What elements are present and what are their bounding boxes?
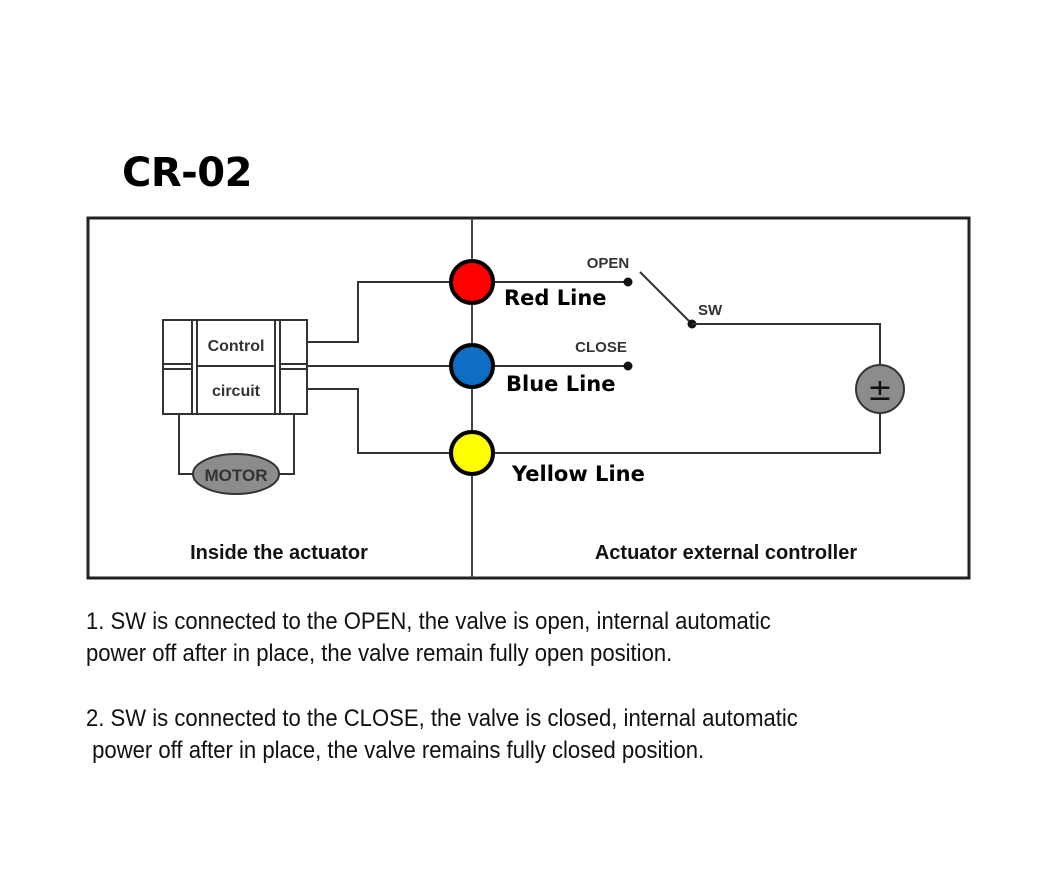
control-circuit-label-2: circuit xyxy=(212,383,261,400)
red-terminal xyxy=(449,259,495,305)
control-circuit-block xyxy=(162,319,308,415)
yellow-wire xyxy=(307,388,472,454)
motor-symbol xyxy=(192,453,280,495)
motor-label: MOTOR xyxy=(205,466,268,485)
close-label: CLOSE xyxy=(575,339,627,356)
diagram-title: CR-02 xyxy=(122,150,252,196)
power-source-icon xyxy=(855,364,905,414)
note-close-line-2: power off after in place, the valve rema… xyxy=(86,737,705,764)
yellow-terminal xyxy=(449,430,495,476)
red-wire xyxy=(307,281,472,343)
yellow-line-label: Yellow Line xyxy=(511,462,645,486)
red-line-label: Red Line xyxy=(504,286,607,310)
note-open-line-2: power off after in place, the valve rema… xyxy=(86,640,673,667)
inside-actuator-label: Inside the actuator xyxy=(190,542,368,564)
blue-line-label: Blue Line xyxy=(506,372,615,396)
motor-wire xyxy=(178,414,295,475)
external-controller-label: Actuator external controller xyxy=(595,542,858,564)
note-close-line-1: 2. SW is connected to the CLOSE, the val… xyxy=(86,705,798,732)
power-source-symbol: ± xyxy=(867,373,892,408)
note-open-line-1: 1. SW is connected to the OPEN, the valv… xyxy=(86,608,771,635)
blue-terminal xyxy=(449,343,495,389)
open-label: OPEN xyxy=(587,255,630,272)
open-contact xyxy=(623,277,633,287)
sw-label: SW xyxy=(698,302,723,319)
close-contact xyxy=(623,361,633,371)
switch-lever xyxy=(639,271,693,325)
note-close: 2. SW is connected to the CLOSE, the val… xyxy=(86,703,798,767)
power-wire xyxy=(472,323,881,454)
note-open: 1. SW is connected to the OPEN, the valv… xyxy=(86,606,771,670)
diagram-frame xyxy=(86,216,971,580)
control-circuit-label-1: Control xyxy=(208,338,265,355)
